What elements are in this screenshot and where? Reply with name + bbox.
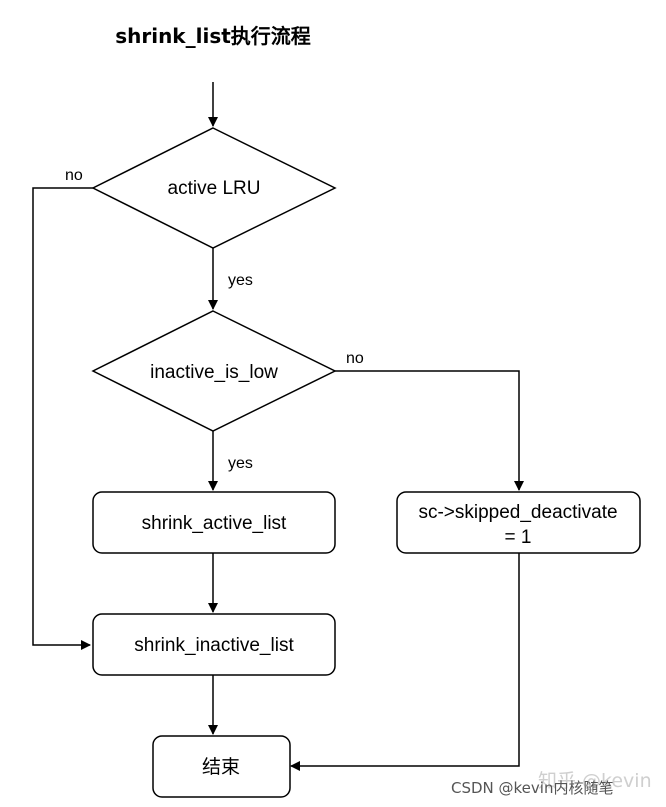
edge-inactive-no [335, 370, 524, 491]
decision-inactive-is-low [91, 310, 337, 432]
edge-skipped-to-end [290, 553, 520, 771]
watermark-csdn: CSDN @kevin内核随笔 [451, 779, 613, 797]
decision-active-lru [91, 127, 337, 249]
process-shrink-active-list [92, 491, 336, 554]
terminal-end-label: 结束 [202, 756, 240, 778]
process-shrink-active-list-label: shrink_active_list [142, 513, 287, 534]
edge-label-active-yes: yes [228, 272, 253, 289]
decision-active-lru-label: active LRU [168, 178, 261, 199]
process-skipped-deactivate-line1: sc->skipped_deactivate [418, 502, 617, 523]
edge-label-active-no: no [65, 167, 83, 184]
edge-label-inactive-no: no [346, 350, 364, 367]
watermark-zhihu: 知乎 @kevin [538, 770, 652, 792]
process-shrink-inactive-list-label: shrink_inactive_list [134, 635, 294, 656]
process-skipped-deactivate [396, 491, 641, 554]
terminal-end [152, 735, 291, 798]
decision-inactive-is-low-label: inactive_is_low [150, 362, 278, 383]
diagram-title: shrink_list执行流程 [115, 24, 311, 48]
process-skipped-deactivate-line2: = 1 [505, 527, 532, 548]
process-shrink-inactive-list [92, 613, 336, 676]
edge-active-no [32, 187, 93, 650]
edge-label-inactive-yes: yes [228, 455, 253, 472]
